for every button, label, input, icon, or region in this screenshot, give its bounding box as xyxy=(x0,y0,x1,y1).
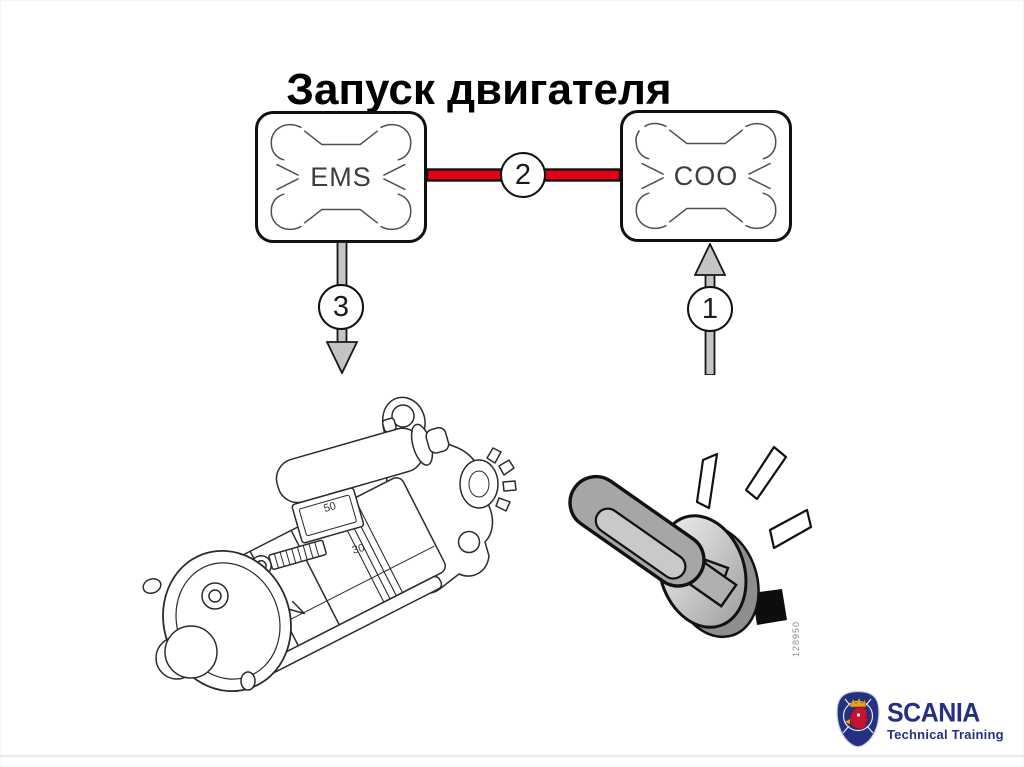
coo-label: COO xyxy=(673,160,739,191)
ems-label: EMS xyxy=(310,161,372,192)
callout-2-badge: 2 xyxy=(500,152,546,198)
ecu-pattern-icon xyxy=(635,122,777,230)
scania-logo: SCANIA Technical Training xyxy=(836,690,1004,748)
figure-id: 128950 xyxy=(791,620,801,657)
brand-tagline: Technical Training xyxy=(887,727,1004,742)
motion-marks-icon xyxy=(695,445,813,625)
brand-name: SCANIA xyxy=(887,697,980,729)
ignition-key-illustration xyxy=(568,445,813,639)
ems-ecu-box: EMS xyxy=(255,111,427,243)
footer-divider xyxy=(0,755,1024,757)
ecu-pattern-icon xyxy=(270,123,412,231)
terminal-30-label: 30 xyxy=(351,542,366,557)
starter-motor-illustration: 50 30 xyxy=(142,396,517,693)
scania-badge-icon xyxy=(836,690,880,748)
terminal-50-label: 50 xyxy=(322,500,337,515)
callout-3-badge: 3 xyxy=(318,284,364,330)
page-title: Запуск двигателя xyxy=(286,65,672,115)
key-icon xyxy=(568,474,738,608)
coo-ecu-box: COO xyxy=(620,110,792,242)
callout-1-badge: 1 xyxy=(687,286,733,332)
